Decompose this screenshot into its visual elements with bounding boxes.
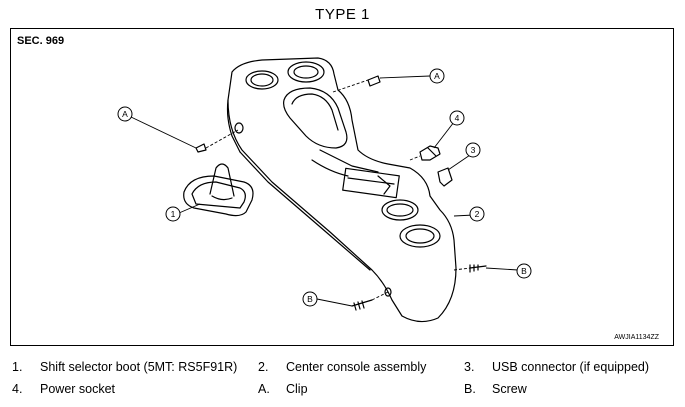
callout-a-top: A [434,71,440,81]
clip-a-left [195,143,207,153]
legend-text: Center console assembly [286,360,427,374]
legend-text: Clip [286,382,308,396]
legend-num: 2. [258,360,269,374]
usb-connector [437,167,453,187]
console-opening [283,87,348,149]
front-cup-holder-upper [381,199,419,221]
legend-text: Screw [492,382,527,396]
rear-cup-holder-left [245,70,279,90]
legend-num: B. [464,382,476,396]
diagram-frame: SEC. 969 AWJIA1134ZZ [10,28,674,346]
console-illustration: A A 4 3 2 1 B B [117,57,532,323]
rear-cup-holder-right [287,61,325,83]
legend-text: USB connector (if equipped) [492,360,650,374]
legend-text: Shift selector boot (5MT: RS5F91R) [40,360,238,374]
screw-b-right [469,264,487,273]
callout-2: 2 [475,209,480,219]
callout-b-bottom: B [307,294,313,304]
callout-1: 1 [171,209,176,219]
legend-num: 4. [12,382,23,396]
shifter-slot [342,167,400,199]
legend-num: A. [258,382,270,396]
legend-num: 1. [12,360,23,374]
diagram-title: TYPE 1 [315,6,370,23]
callout-b-right: B [521,266,527,276]
clip-a-top [367,75,381,87]
section-label: SEC. 969 [17,35,65,47]
legend-row-2: 4. Power socket A. Clip B. Screw [0,382,685,400]
legend-num: 3. [464,360,475,374]
callout-3: 3 [471,145,476,155]
center-console-body [227,57,457,323]
screw-b-bottom [351,299,373,311]
power-socket [419,145,441,161]
legend-row-1: 1. Shift selector boot (5MT: RS5F91R) 2.… [0,360,685,378]
callout-4: 4 [455,113,460,123]
shift-selector-boot [183,175,254,217]
legend-text: Power socket [40,382,116,396]
front-cup-holder-lower [399,224,441,248]
image-code: AWJIA1134ZZ [614,334,659,341]
callout-a-left: A [122,109,128,119]
